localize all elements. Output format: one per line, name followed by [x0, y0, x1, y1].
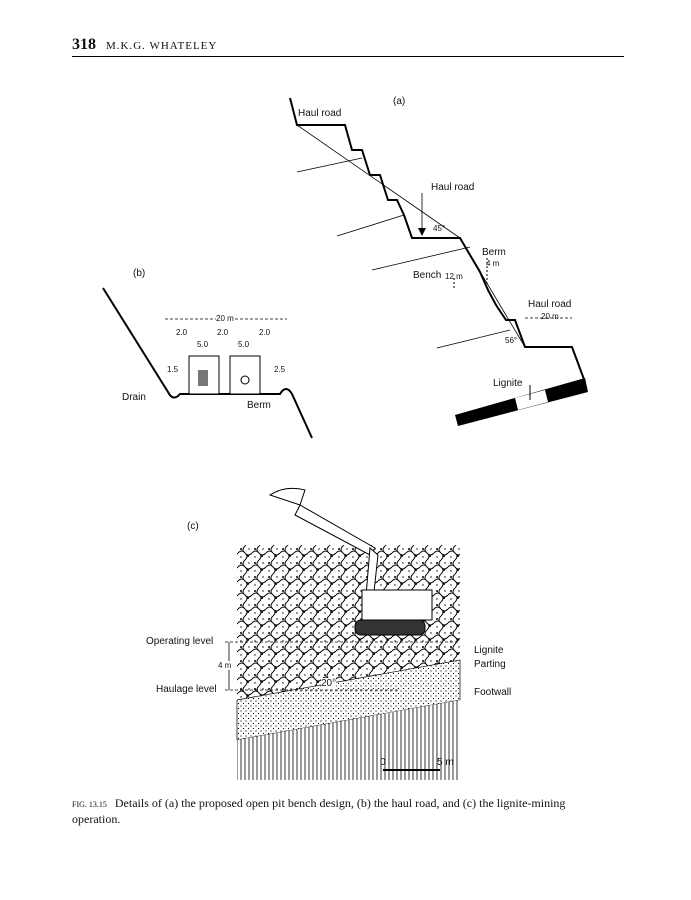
running-header: 318 M.K.G. WHATELEY	[72, 36, 217, 54]
page-number: 318	[72, 36, 96, 53]
parting-label: Parting	[474, 659, 506, 670]
excavator	[268, 487, 433, 636]
gap-label: 2.0	[176, 328, 188, 337]
panel-b-label: (b)	[133, 268, 146, 279]
berm-width-label: 2.5	[274, 365, 286, 374]
author: M.K.G. WHATELEY	[106, 40, 218, 52]
footwall-layer	[237, 700, 460, 780]
panel-a-label: (a)	[393, 96, 406, 107]
scale-five: 5 m	[437, 757, 454, 768]
road-width-label: 20 m	[216, 314, 234, 323]
bedding-lines	[296, 157, 511, 349]
angle-label: 45°	[433, 224, 446, 233]
haul-truck-1	[188, 355, 220, 395]
haul-road-label: Haul road	[528, 299, 572, 310]
haul-truck-2	[229, 355, 261, 395]
diagram-b	[102, 287, 313, 439]
lignite-layer	[237, 645, 460, 700]
caption-text: Details of (a) the proposed open pit ben…	[72, 796, 566, 826]
haul-road-label: Haul road	[431, 182, 475, 193]
truck-width-label: 5.0	[197, 340, 209, 349]
angle-label: 20°	[321, 678, 337, 689]
panel-c-label: (c)	[187, 521, 199, 532]
road-width-label: 20 m	[541, 312, 559, 321]
drain-label: Drain	[122, 392, 146, 403]
haulage-level-label: Haulage level	[156, 684, 217, 695]
header-rule	[72, 56, 624, 57]
slope-line-45	[296, 124, 461, 239]
gap-label: 2.0	[259, 328, 271, 337]
scale-zero: 0	[380, 757, 386, 768]
diagram-a	[289, 97, 588, 426]
pit-profile	[289, 97, 586, 383]
diagram-c	[225, 487, 461, 780]
drain-width-label: 1.5	[167, 365, 179, 374]
footwall-label: Footwall	[474, 687, 512, 698]
lignite-label: Lignite	[493, 378, 523, 389]
berm-label: Berm	[247, 400, 271, 411]
angle-label: 56°	[505, 336, 518, 345]
figure-number: FIG. 13.15	[72, 800, 107, 809]
haul-road-label: Haul road	[298, 108, 342, 119]
bench-label: Bench	[413, 270, 442, 281]
gap-label: 2.0	[217, 328, 229, 337]
berm-label: Berm	[482, 247, 506, 258]
berm-width-label: 4 m	[486, 259, 500, 268]
bench-height-label: 12 m	[445, 272, 463, 281]
truck-width-label: 5.0	[238, 340, 250, 349]
slope-line-56	[459, 237, 526, 348]
height-label: 4 m	[218, 661, 232, 670]
lignite-label: Lignite	[474, 645, 504, 656]
operating-level-label: Operating level	[146, 636, 214, 647]
